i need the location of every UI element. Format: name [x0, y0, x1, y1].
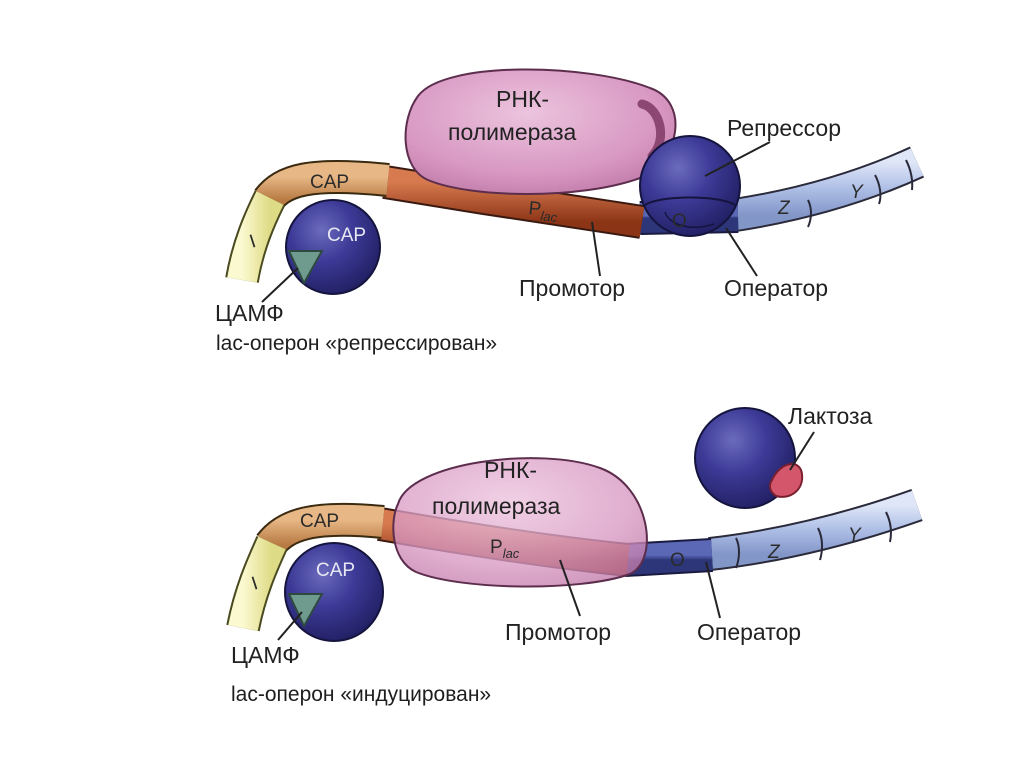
repressor-lactose-complex	[694, 407, 804, 509]
cap-site-segment	[254, 159, 390, 211]
promoter-label: Промотор	[505, 619, 611, 645]
panel-caption-repressed: lac-оперон «репрессирован»	[216, 332, 497, 355]
promoter-segment-label: Plac	[527, 198, 559, 225]
camp-label: ЦАМФ	[231, 642, 300, 668]
repressor-protein	[639, 135, 741, 237]
operator-label: Оператор	[724, 275, 828, 301]
z-gene-label: Z	[777, 198, 791, 219]
camp-label: ЦАМФ	[215, 300, 284, 326]
structural-genes-segment	[708, 488, 923, 571]
lactose-molecule	[768, 463, 804, 498]
operator-leader-line	[705, 561, 721, 619]
camp-leader-line	[277, 611, 303, 641]
camp-leader-line	[261, 267, 299, 303]
i-gene-segment	[225, 190, 286, 284]
operator-segment-label: O	[670, 550, 685, 571]
z-gene-label: Z	[767, 542, 781, 563]
cap-segment-label: CAP	[300, 511, 339, 532]
rna-polymerase-label-line2: полимераза	[448, 119, 576, 145]
y-gene-label: Y	[850, 182, 864, 203]
operator-segment-label: O	[672, 211, 687, 232]
cap-segment-label: CAP	[310, 172, 349, 193]
cap-protein-label: CAP	[327, 225, 366, 246]
i-gene-segment	[226, 535, 288, 632]
rna-polymerase-label-line1: РНК-	[484, 457, 537, 483]
operator-leader-line	[725, 227, 758, 277]
repressor-leader-line	[704, 141, 771, 177]
structural-genes-segment	[732, 146, 925, 232]
i-gene-label: I	[247, 231, 259, 253]
lactose-leader-line	[789, 431, 815, 471]
cap-site-segment	[256, 502, 385, 556]
rna-polymerase	[392, 457, 648, 588]
camp-molecule	[287, 250, 324, 286]
promoter-label: Промотор	[519, 275, 625, 301]
promoter-leader-line	[591, 221, 601, 277]
lactose-label: Лактоза	[788, 403, 873, 429]
camp-molecule	[287, 593, 324, 629]
panel-induced: CAP CAP I Plac O Z Y РНК- полимераза Лак…	[226, 403, 923, 706]
repressor-label: Репрессор	[727, 115, 841, 141]
promoter-segment	[382, 165, 645, 239]
rna-polymerase-label-line2: полимераза	[432, 493, 560, 519]
i-gene-label: I	[249, 573, 261, 595]
rna-polymerase	[404, 68, 677, 195]
cap-protein	[285, 199, 381, 295]
promoter-segment-label: Plac	[490, 537, 520, 561]
cap-protein-label: CAP	[316, 560, 355, 581]
rna-polymerase-label-line1: РНК-	[496, 86, 549, 112]
panel-repressed: CAP CAP I Plac O Z Y РНК- полимераза Реп…	[215, 68, 925, 355]
promoter-leader-line	[559, 559, 581, 617]
panel-caption-induced: lac-оперон «индуцирован»	[231, 683, 491, 706]
y-gene-label: Y	[848, 525, 862, 546]
operator-label: Оператор	[697, 619, 801, 645]
cap-protein	[284, 542, 384, 642]
